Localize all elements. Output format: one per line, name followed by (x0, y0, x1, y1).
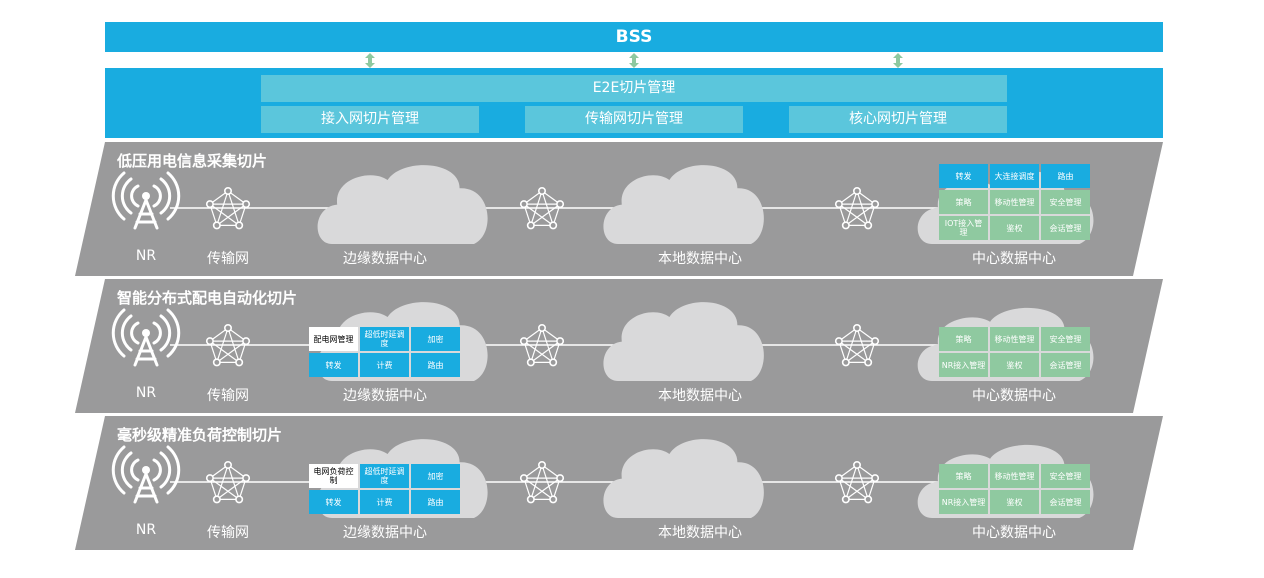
transport-network-label: 传输网 (207, 525, 249, 541)
slice-panel: 低压用电信息采集切片 NR 传输网 边缘数据中心 本地数据中心 中心数据中心 转… (0, 142, 1264, 279)
transport-node-icon (205, 323, 251, 367)
double-arrow-icon (365, 53, 375, 68)
transport-node-icon (205, 460, 251, 504)
nr-label: NR (135, 248, 157, 264)
function-cell: 会话管理 (1041, 353, 1090, 377)
bss-bar: BSS (105, 22, 1163, 52)
function-cell: 鉴权 (990, 353, 1039, 377)
slice-management-panel: E2E切片管理 接入网切片管理 传输网切片管理 核心网切片管理 (105, 68, 1163, 138)
transport-node-icon (834, 460, 880, 504)
central-dc-function-grid: 策略移动性管理安全管理 NR接入管理鉴权会话管理 (939, 464, 1090, 514)
transport-node-icon (519, 323, 565, 367)
function-cell: 鉴权 (990, 490, 1039, 514)
function-cell: 移动性管理 (990, 464, 1039, 488)
local-dc-label: 本地数据中心 (658, 525, 742, 541)
function-cell: 路由 (411, 353, 460, 377)
nr-tower-icon (111, 445, 181, 504)
nr-label: NR (135, 385, 157, 401)
function-cell: 策略 (939, 327, 988, 351)
function-cell: 路由 (1041, 164, 1090, 188)
function-cell: 路由 (411, 490, 460, 514)
nr-label: NR (135, 522, 157, 538)
cloud-icon (603, 302, 764, 381)
function-cell: 加密 (411, 327, 460, 351)
local-dc-label: 本地数据中心 (658, 388, 742, 404)
function-cell: 计费 (360, 353, 409, 377)
function-cell: 安全管理 (1041, 190, 1090, 214)
transport-node-icon (834, 323, 880, 367)
transport-node-icon (519, 460, 565, 504)
edge-dc-label: 边缘数据中心 (343, 525, 427, 541)
function-cell: 超低时延调度 (360, 327, 409, 351)
function-cell: 转发 (309, 490, 358, 514)
slice-title: 毫秒级精准负荷控制切片 (117, 426, 283, 444)
cloud-icon (603, 439, 764, 518)
function-cell: 策略 (939, 464, 988, 488)
slice-title: 智能分布式配电自动化切片 (117, 289, 298, 307)
edge-dc-label: 边缘数据中心 (343, 251, 427, 267)
function-cell: NR接入管理 (939, 490, 988, 514)
slice-panel: 毫秒级精准负荷控制切片 NR 传输网 边缘数据中心 本地数据中心 中心数据中心 … (0, 416, 1264, 553)
e2e-slice-management: E2E切片管理 (261, 75, 1007, 102)
double-arrow-icon (629, 53, 639, 68)
function-cell: 转发 (309, 353, 358, 377)
nr-tower-icon (111, 308, 181, 367)
function-cell: 加密 (411, 464, 460, 488)
central-dc-function-grid: 策略移动性管理安全管理 NR接入管理鉴权会话管理 (939, 327, 1090, 377)
function-cell: 超低时延调度 (360, 464, 409, 488)
central-dc-label: 中心数据中心 (972, 251, 1056, 267)
transport-network-label: 传输网 (207, 251, 249, 267)
edge-dc-function-grid: 配电网管理超低时延调度加密转发计费路由 (309, 327, 460, 377)
transport-network-label: 传输网 (207, 388, 249, 404)
transport-node-icon (205, 186, 251, 230)
function-cell: 配电网管理 (309, 327, 358, 351)
cloud-icon (603, 165, 764, 244)
cloud-icon (317, 165, 488, 244)
central-dc-label: 中心数据中心 (972, 388, 1056, 404)
function-cell: NR接入管理 (939, 353, 988, 377)
function-cell: 大连接调度 (990, 164, 1039, 188)
central-dc-label: 中心数据中心 (972, 525, 1056, 541)
function-cell: 转发 (939, 164, 988, 188)
function-cell: 策略 (939, 190, 988, 214)
function-cell: 移动性管理 (990, 327, 1039, 351)
function-cell: 移动性管理 (990, 190, 1039, 214)
transport-network-slice-management: 传输网切片管理 (525, 106, 743, 133)
transport-node-icon (519, 186, 565, 230)
function-cell: IOT接入管理 (939, 216, 988, 240)
function-cell: 计费 (360, 490, 409, 514)
nr-tower-icon (111, 171, 181, 230)
core-network-slice-management: 核心网切片管理 (789, 106, 1007, 133)
local-dc-label: 本地数据中心 (658, 251, 742, 267)
edge-dc-label: 边缘数据中心 (343, 388, 427, 404)
central-dc-function-grid: 转发大连接调度路由策略移动性管理安全管理 IOT接入管理鉴权会话管理 (939, 164, 1090, 240)
slice-panel: 智能分布式配电自动化切片 NR 传输网 边缘数据中心 本地数据中心 中心数据中心… (0, 279, 1264, 416)
transport-node-icon (834, 186, 880, 230)
function-cell: 会话管理 (1041, 490, 1090, 514)
double-arrow-icon (893, 53, 903, 68)
function-cell: 鉴权 (990, 216, 1039, 240)
access-network-slice-management: 接入网切片管理 (261, 106, 479, 133)
function-cell: 安全管理 (1041, 464, 1090, 488)
edge-dc-function-grid: 电网负荷控制超低时延调度加密转发计费路由 (309, 464, 460, 514)
function-cell: 电网负荷控制 (309, 464, 358, 488)
function-cell: 会话管理 (1041, 216, 1090, 240)
slice-title: 低压用电信息采集切片 (117, 152, 268, 170)
function-cell: 安全管理 (1041, 327, 1090, 351)
